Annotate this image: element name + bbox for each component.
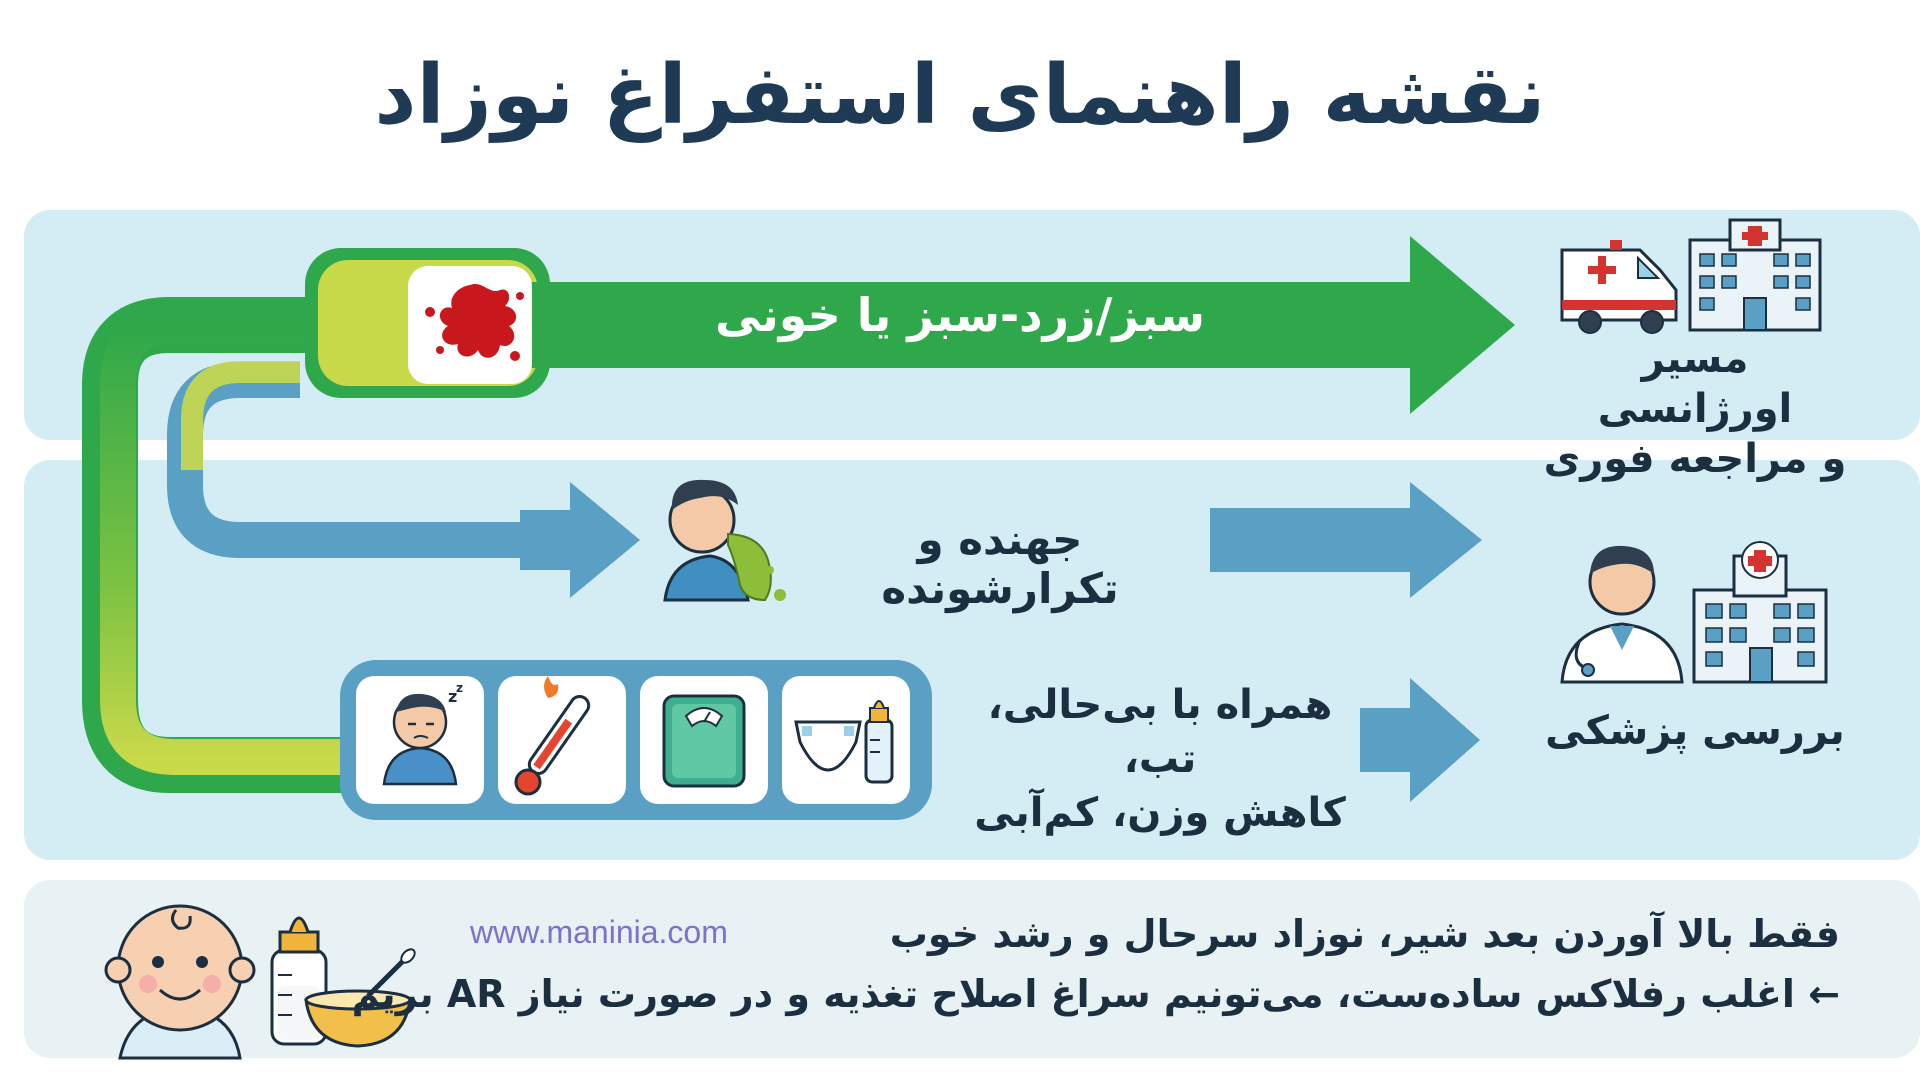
website-watermark: www.maninia.com bbox=[470, 914, 728, 950]
blood-splat-icon bbox=[425, 283, 524, 361]
diaper-bottle-icon bbox=[794, 700, 894, 784]
thermometer-icon bbox=[514, 676, 591, 796]
urgent-arrow bbox=[520, 236, 1515, 414]
forceful-path-label: جهنده و تکرارشونده bbox=[881, 515, 1119, 613]
trunk-yellow-overlay bbox=[181, 361, 300, 470]
svg-text:z: z bbox=[456, 681, 463, 695]
normal-reflux-line-1: فقط بالا آوردن بعد شیر، نوزاد سرحال و رش… bbox=[889, 912, 1840, 956]
scale-icon bbox=[662, 694, 746, 788]
forceful-arrow-long bbox=[1210, 482, 1482, 598]
medical-destination-label: بررسی پزشکی bbox=[1545, 708, 1845, 754]
urgent-path-label: سبز/زرد-سبز یا خونی bbox=[714, 288, 1206, 342]
hospital-icon bbox=[1688, 218, 1822, 332]
trunk-outer-inner bbox=[100, 307, 345, 775]
urgent-destination-line-1: مسیر اورژانسی bbox=[1597, 336, 1793, 432]
sleepy-baby-icon: z z bbox=[382, 681, 463, 786]
symptoms-arrow bbox=[1360, 678, 1480, 802]
baby-face-icon bbox=[104, 904, 256, 1060]
normal-reflux-line-2: ← اغلب رفلاکس ساده‌ست، می‌تونیم سراغ اصل… bbox=[351, 972, 1840, 1016]
forceful-arrow-short bbox=[520, 482, 640, 598]
urgent-destination-line-2: و مراجعه فوری bbox=[1543, 436, 1847, 482]
hospital-icon-2 bbox=[1692, 541, 1828, 684]
page-title: نقشه راهنمای استفراغ نوزاد bbox=[374, 48, 1546, 143]
ambulance-icon bbox=[1560, 240, 1678, 334]
associated-line-2: کاهش وزن، کم‌آبی bbox=[974, 790, 1346, 836]
food-bowl-icon bbox=[304, 948, 416, 1048]
vomiting-person-icon bbox=[663, 479, 786, 602]
svg-text:z: z bbox=[448, 687, 457, 706]
urgent-destination-label: مسیر اورژانسی و مراجعه فوری bbox=[1540, 334, 1850, 484]
doctor-icon bbox=[1560, 545, 1684, 684]
associated-symptoms-label: همراه با بی‌حالی، تب، کاهش وزن، کم‌آبی bbox=[950, 678, 1370, 840]
associated-line-1: همراه با بی‌حالی، تب، bbox=[987, 682, 1333, 782]
